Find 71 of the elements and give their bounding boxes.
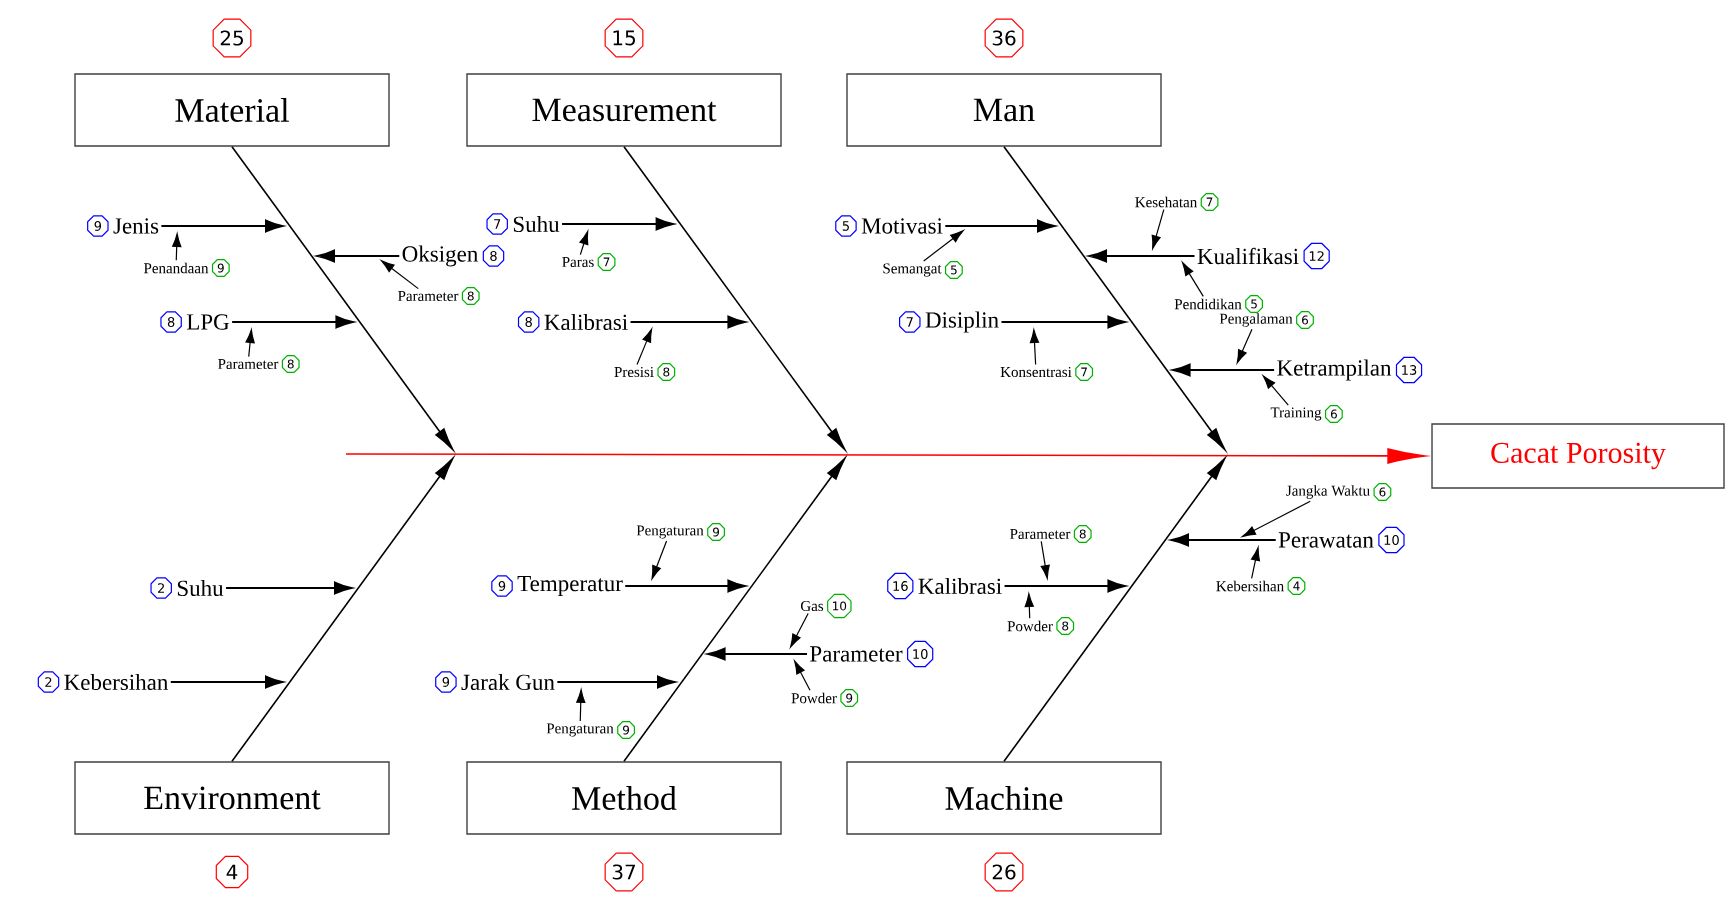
category-box: Measurement (466, 73, 782, 147)
cause-label: Suhu (513, 215, 560, 233)
category-box: Environment (74, 761, 390, 835)
category-box: Method (466, 761, 782, 835)
arrow (231, 457, 454, 763)
arrow (629, 315, 746, 329)
count-badge: 25 (212, 18, 252, 58)
arrow (1024, 593, 1034, 619)
arrow (561, 217, 674, 231)
arrow (923, 230, 964, 262)
arrow (1242, 500, 1311, 537)
cause-label: Kebersihan (64, 673, 168, 691)
cause-label: Suhu (177, 579, 224, 597)
category-box: Man (846, 73, 1162, 147)
arrow (794, 660, 811, 691)
arrow (1170, 533, 1277, 547)
arrow (245, 329, 255, 358)
arrow (172, 233, 182, 261)
arrow (1000, 315, 1126, 329)
cause-label: Motivasi (861, 218, 943, 234)
arrow (1151, 209, 1165, 249)
arrow (225, 581, 353, 595)
cause-label: Oksigen (402, 245, 478, 267)
arrow (1236, 328, 1253, 364)
count-badge: 36 (984, 18, 1024, 58)
arrow (556, 675, 676, 689)
arrow (623, 145, 846, 451)
cause-label: Disiplin (925, 311, 999, 333)
cause-label: Ketrampilan (1277, 359, 1392, 381)
category-box: Machine (846, 761, 1162, 835)
cause-label: Kalibrasi (918, 577, 1002, 595)
arrow (1003, 579, 1126, 593)
arrow (636, 328, 653, 366)
arrow (160, 219, 284, 233)
count-badge: 15 (604, 18, 644, 58)
arrow (944, 219, 1056, 233)
arrow (316, 249, 401, 263)
arrow (231, 315, 354, 329)
effect-box: Cacat Porosity (1431, 423, 1725, 489)
arrow (707, 647, 808, 661)
arrow (381, 260, 419, 290)
arrow (1182, 262, 1204, 297)
count-badge: 37 (604, 852, 644, 892)
cause-label: Parameter (810, 646, 903, 662)
arrow (576, 689, 586, 722)
arrow (1003, 457, 1226, 763)
arrow (231, 145, 454, 451)
cause-label: Jarak Gun (461, 673, 555, 691)
arrow (345, 448, 1426, 464)
cause-label: Perawatan (1278, 532, 1374, 548)
cause-label: Jenis (113, 218, 159, 234)
arrow (623, 457, 846, 763)
arrow (1029, 329, 1040, 366)
arrow (169, 675, 284, 689)
category-box: Material (74, 73, 390, 147)
arrow (624, 579, 746, 593)
arrow (1262, 375, 1289, 406)
arrow (1250, 547, 1261, 579)
arrow (579, 230, 589, 256)
arrow (1040, 540, 1050, 579)
arrow (651, 540, 668, 580)
count-badge: 26 (984, 852, 1024, 892)
count-badge: 4 (215, 855, 249, 889)
arrow (790, 612, 809, 648)
cause-label: Kualifikasi (1197, 247, 1299, 265)
arrow (1003, 145, 1226, 451)
cause-label: Temperatur (517, 576, 623, 596)
arrow (1088, 249, 1196, 263)
cause-label: LPG (186, 314, 229, 330)
cause-label: Kalibrasi (544, 313, 628, 331)
arrow (1172, 363, 1276, 377)
